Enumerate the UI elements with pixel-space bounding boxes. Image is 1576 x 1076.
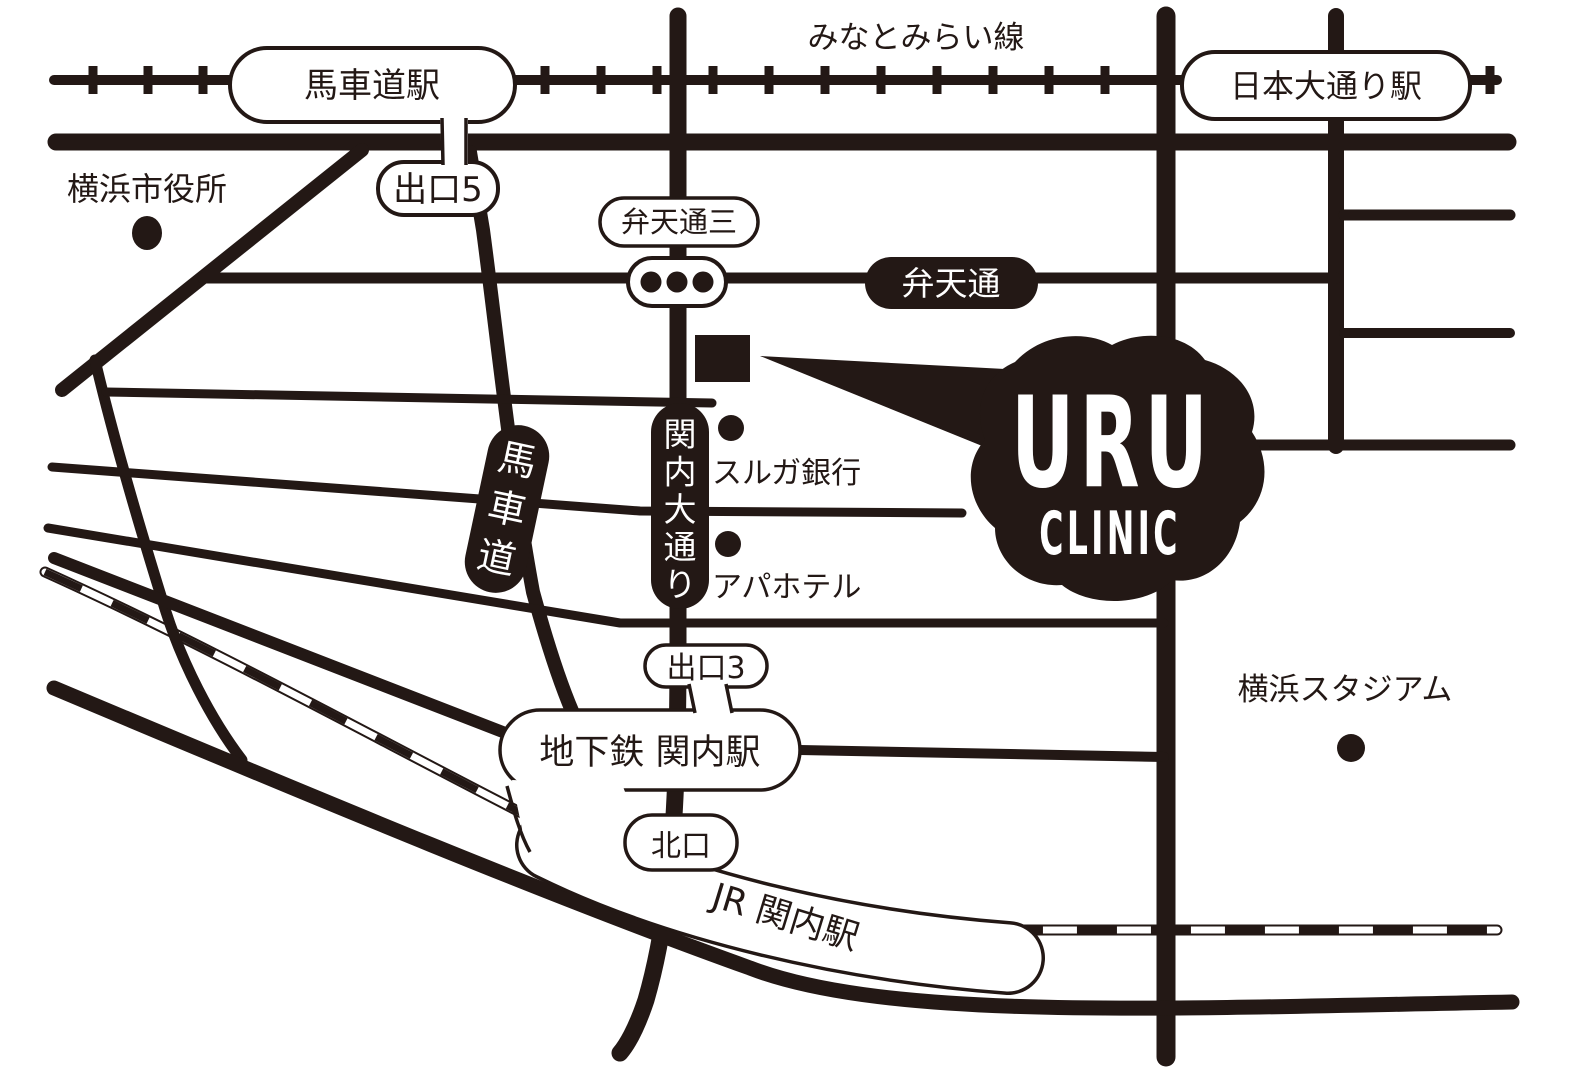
kannai-odori-street-label: 関内大通り xyxy=(664,415,697,604)
bentendori-street-label: 弁天通 xyxy=(902,264,1001,303)
road-diagonal-cityhall xyxy=(55,143,369,397)
traffic-light-icon xyxy=(626,256,728,308)
road-mid-right xyxy=(795,745,1169,762)
stadium-label: 横浜スタジアム xyxy=(1238,672,1453,708)
bashamichi-station-label: 馬車道駅 xyxy=(304,66,440,106)
landmark-suruga-bank: スルガ銀行 xyxy=(712,415,861,491)
clinic-building-marker xyxy=(695,335,750,382)
clinic-blob xyxy=(970,335,1265,601)
subway-jr-neck xyxy=(512,780,648,868)
bashamichi-exit5-tail xyxy=(440,114,468,168)
bashamichi-street-label: 馬車道 xyxy=(473,435,540,584)
bashamichi-street-pill: 馬車道 xyxy=(464,425,550,593)
exit3-label: 出口3 xyxy=(666,651,745,686)
bentendori3-label: 弁天通三 xyxy=(621,205,737,239)
road-side-3 xyxy=(43,523,1169,628)
kannai-odori-street-pill: 関内大通り xyxy=(651,403,709,609)
suruga-bank-dot xyxy=(718,415,744,441)
exit5-bubble xyxy=(376,160,500,217)
clinic-pointer xyxy=(760,356,1005,452)
exit5-label: 出口5 xyxy=(393,170,483,210)
subway-kannai-label: 地下鉄 関内駅 xyxy=(539,733,760,773)
clinic-badge: URU CLINIC xyxy=(970,335,1265,601)
subway-jr-neck-outline xyxy=(505,785,532,853)
bentendori-street-pill: 弁天通 xyxy=(865,257,1038,309)
subway-kannai-bubble xyxy=(498,708,802,792)
nihon-odori-station-label: 日本大通り駅 xyxy=(1230,67,1422,105)
suruga-bank-label: スルガ銀行 xyxy=(712,456,861,491)
north-exit-bubble: 北口 xyxy=(623,813,739,872)
nihon-odori-station-bubble: 日本大通り駅 xyxy=(1180,50,1472,121)
minatomirai-line-label: みなとみらい線 xyxy=(808,20,1025,56)
exit3-subway-tail xyxy=(687,683,734,714)
road-side-4 xyxy=(48,552,514,740)
road-bottom-diagonal xyxy=(46,680,1520,1016)
landmark-stadium: 横浜スタジアム xyxy=(1238,672,1453,762)
road-side-2 xyxy=(47,462,967,518)
jr-kannai-station-band xyxy=(515,808,1045,995)
city-hall-label: 横浜市役所 xyxy=(67,170,227,208)
bashamichi-station-bubble: 馬車道駅 xyxy=(228,46,517,124)
clinic-name: URU xyxy=(1011,369,1213,516)
apa-hotel-dot xyxy=(715,531,741,557)
landmark-apa-hotel: アパホテル xyxy=(712,531,861,605)
city-hall-dot xyxy=(132,216,162,250)
landmark-city-hall: 横浜市役所 xyxy=(67,170,227,250)
bentendori3-bubble: 弁天通三 xyxy=(598,196,760,248)
road-side-1 xyxy=(101,387,717,408)
north-exit-label: 北口 xyxy=(651,829,711,864)
clinic-subtitle: CLINIC xyxy=(1039,499,1180,568)
stadium-dot xyxy=(1337,734,1365,762)
apa-hotel-label: アパホテル xyxy=(712,570,861,605)
